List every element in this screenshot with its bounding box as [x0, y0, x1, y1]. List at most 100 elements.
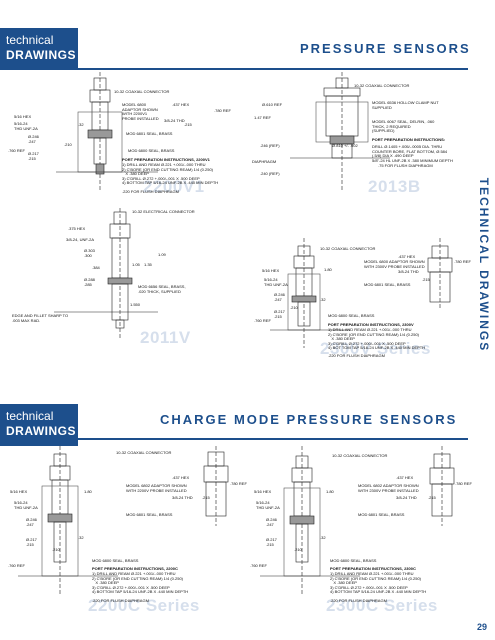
label-thd38: 3/8-24 THD	[398, 269, 419, 274]
label-d156: 1.550	[130, 302, 141, 307]
label-ref780: .780 REF	[455, 481, 472, 486]
label-thread: 5/16-24 THD UNF-2A	[256, 500, 280, 510]
label-d32: .32	[320, 535, 326, 540]
label-thd38: 3/8-24 THD	[164, 118, 185, 123]
label-prep-title: PORT PREPARATION INSTRUCTIONS, 2200C	[92, 566, 178, 571]
label-seal2: MOD 6800 SEAL, BRASS	[330, 558, 377, 563]
label-model: MODEL 6802 ADAPTOR SHOWN WITH 2300V PROB…	[358, 483, 419, 493]
section2-title: CHARGE MODE PRESSURE SENSORS	[160, 412, 458, 427]
charge-mode-tab: technical DRAWINGS	[0, 404, 78, 446]
label-hex437: .437 HEX	[396, 475, 414, 480]
label-thread: 5/16-24 THD UNF-2A	[14, 121, 38, 131]
label-dia610: Ø.610 REF	[262, 102, 283, 107]
label-flush: .75 FOR FLUSH DIAPHRAGM	[378, 163, 433, 168]
label-d210: .210	[290, 305, 298, 310]
page-title: PRESSURE SENSORS	[300, 41, 471, 56]
watermark-2013b: 2013B	[368, 177, 421, 196]
label-dia1: Ø.303 .300	[84, 248, 95, 258]
label-prep-body: DRILL Ø.1405 +.005/-.0005 DIA. THRU COUN…	[372, 144, 453, 163]
tab-line1: technical	[6, 33, 54, 47]
label-coaxial: 10-32 COAXIAL CONNECTOR	[354, 83, 410, 88]
label-flush: .220 FOR FLUSH DIAPHRAGM	[330, 598, 387, 603]
label-dia2: Ø.217 .215	[26, 537, 37, 547]
label-seal: MODEL 6067 SEAL, DELRIN, .060 THICK, 2 R…	[372, 119, 435, 134]
label-dia1: Ø.246 .247	[266, 517, 277, 527]
label-ref760: .760 REF	[8, 563, 25, 568]
label-ref760: .760 REF	[8, 148, 25, 153]
label-d180: 1.80	[324, 267, 332, 272]
label-ref240: .240 (REF)	[260, 171, 280, 176]
label-d32: .32	[78, 535, 84, 540]
label-model: MODEL 6802 ADAPTOR SHOWN WITH 2200V PROB…	[126, 483, 187, 493]
label-dia2: Ø.288 .285	[84, 277, 95, 287]
label-d109: 1.09	[158, 252, 166, 257]
label-hex437: .437 HEX	[172, 475, 190, 480]
label-prep-title: PORT PREPARATION INSTRUCTIONS, 2300V	[328, 322, 414, 327]
label-hex375: .375 HEX	[68, 226, 86, 231]
label-d215: .215	[428, 495, 436, 500]
label-dia2: Ø.217 .215	[274, 309, 285, 319]
drawing-2200c: 2200C Series 10-32 COAXIAL CONNECTOR 5/1…	[8, 446, 247, 618]
label-ref147: 1.47 REF	[254, 115, 271, 120]
label-prep-body: 1) DRILL AND REAM Ø.221 +.001/-.000 THRU…	[92, 571, 189, 595]
label-prep-body: 1) DRILL AND REAM Ø.221 +.001/-.000 THRU…	[328, 327, 426, 351]
label-flush: .220 FOR FLUSH DIAPHRAGM	[328, 353, 385, 358]
label-dia2: Ø.217 .215	[266, 537, 277, 547]
label-d105: 1.05	[132, 262, 140, 267]
watermark-2200c: 2200C Series	[88, 596, 200, 615]
label-electrical: 10-32 ELECTRICAL CONNECTOR	[132, 209, 195, 214]
drawing-2300c: 2300C Series 10-32 COAXIAL CONNECTOR 5/1…	[250, 446, 472, 618]
label-d384: .384	[92, 265, 100, 270]
label-edge: EDGE AND FILLET SHARP TO .003 MAX RAD.	[12, 313, 69, 323]
label-prep-body: 1) DRILL AND REAM Ø.221 +.001/-.000 THRU…	[330, 571, 427, 595]
label-prep-title: PORT PREPARATION INSTRUCTIONS:	[372, 137, 446, 142]
label-ref780: .780 REF	[454, 259, 471, 264]
label-seal1: MOD 6801 SEAL, BRASS	[126, 512, 173, 517]
label-thread: 5/16-24 THD UNF-2A	[14, 500, 38, 510]
label-ref760: .760 REF	[250, 563, 267, 568]
sensor-2200v1-drawing	[56, 72, 158, 192]
label-seal1: MOD 6801 SEAL, BRASS	[126, 131, 173, 136]
label-flush: .220 FOR FLUSH DIAPHRAGM	[92, 598, 149, 603]
label-thread: 5/16-24 THD UNF-2A	[264, 277, 288, 287]
label-d215: .215	[202, 495, 210, 500]
label-ref760: .760 REF	[254, 318, 271, 323]
label-seal: MOD 6656 SEAL, BRASS, .020 THICK, SUPPLI…	[138, 284, 186, 294]
label-ref780: .780 REF	[214, 108, 231, 113]
watermark-2200v1: 2200V1	[143, 177, 205, 196]
label-coaxial: 10-32 COAXIAL CONNECTOR	[320, 246, 376, 251]
label-coaxial: 10-32 COAXIAL CONNECTOR	[114, 89, 170, 94]
drawing-2013b: 2013B 10-32 COAXIAL CONNECTOR Ø.610 REF …	[250, 72, 468, 197]
label-hex516: 5/16 HEX	[262, 268, 280, 273]
drawing-2200v1: 2200V1 10-32 COAXIAL CONNECTOR 5/16 HEX …	[8, 72, 243, 197]
label-diaphragm: DIAPHRAGM	[252, 159, 277, 164]
label-thd38: 3/8-24, UNF-2A	[66, 237, 95, 242]
label-hex516: 5/16 HEX	[14, 114, 32, 119]
side-title-text: TECHNICAL DRAWINGS	[477, 177, 491, 353]
label-coaxial: 10-32 COAXIAL CONNECTOR	[332, 453, 388, 458]
label-dia1: Ø.246 .247	[274, 292, 285, 302]
label-seal2: MOD 6800 SEAL, BRASS	[92, 558, 139, 563]
label-dia1: Ø.246 .247	[28, 134, 39, 144]
drawing-2011v: 2011V 10-32 ELECTRICAL CONNECTOR .375 HE…	[8, 208, 243, 350]
side-title: TECHNICAL DRAWINGS	[473, 30, 495, 500]
label-model-hollow: MODEL 6536 HOLLOW CLAMP NUT SUPPLIED	[372, 100, 439, 110]
watermark-2300c: 2300C Series	[326, 596, 438, 615]
page-number: 29	[476, 622, 487, 632]
label-dia1: Ø.246 .247	[26, 517, 37, 527]
label-coaxial: 10-32 COAXIAL CONNECTOR	[116, 450, 172, 455]
label-d32: .32	[78, 122, 84, 127]
watermark-2011v: 2011V	[140, 328, 191, 347]
label-model: MODEL 6800 ADAPTOR SHOWN WITH 2300V PROB…	[364, 259, 425, 269]
tab-line2: DRAWINGS	[6, 48, 76, 62]
sensor-2300c-drawing	[260, 446, 455, 596]
label-hex516: 5/16 HEX	[10, 489, 28, 494]
label-dia2: Ø.217 .215	[28, 151, 39, 161]
sensor-2300v-drawing	[270, 238, 453, 348]
label-d180: 1.80	[326, 489, 334, 494]
drawing-2300v: 2300V Series 10-32 COAXIAL CONNECTOR 5/1…	[250, 238, 471, 358]
label-seal2: MOD 6800 SEAL, BRASS	[128, 148, 175, 153]
label-d210: .210	[52, 547, 60, 552]
label-d210: .210	[64, 142, 72, 147]
label-seal1: MOD 6801 SEAL, BRASS	[364, 282, 411, 287]
